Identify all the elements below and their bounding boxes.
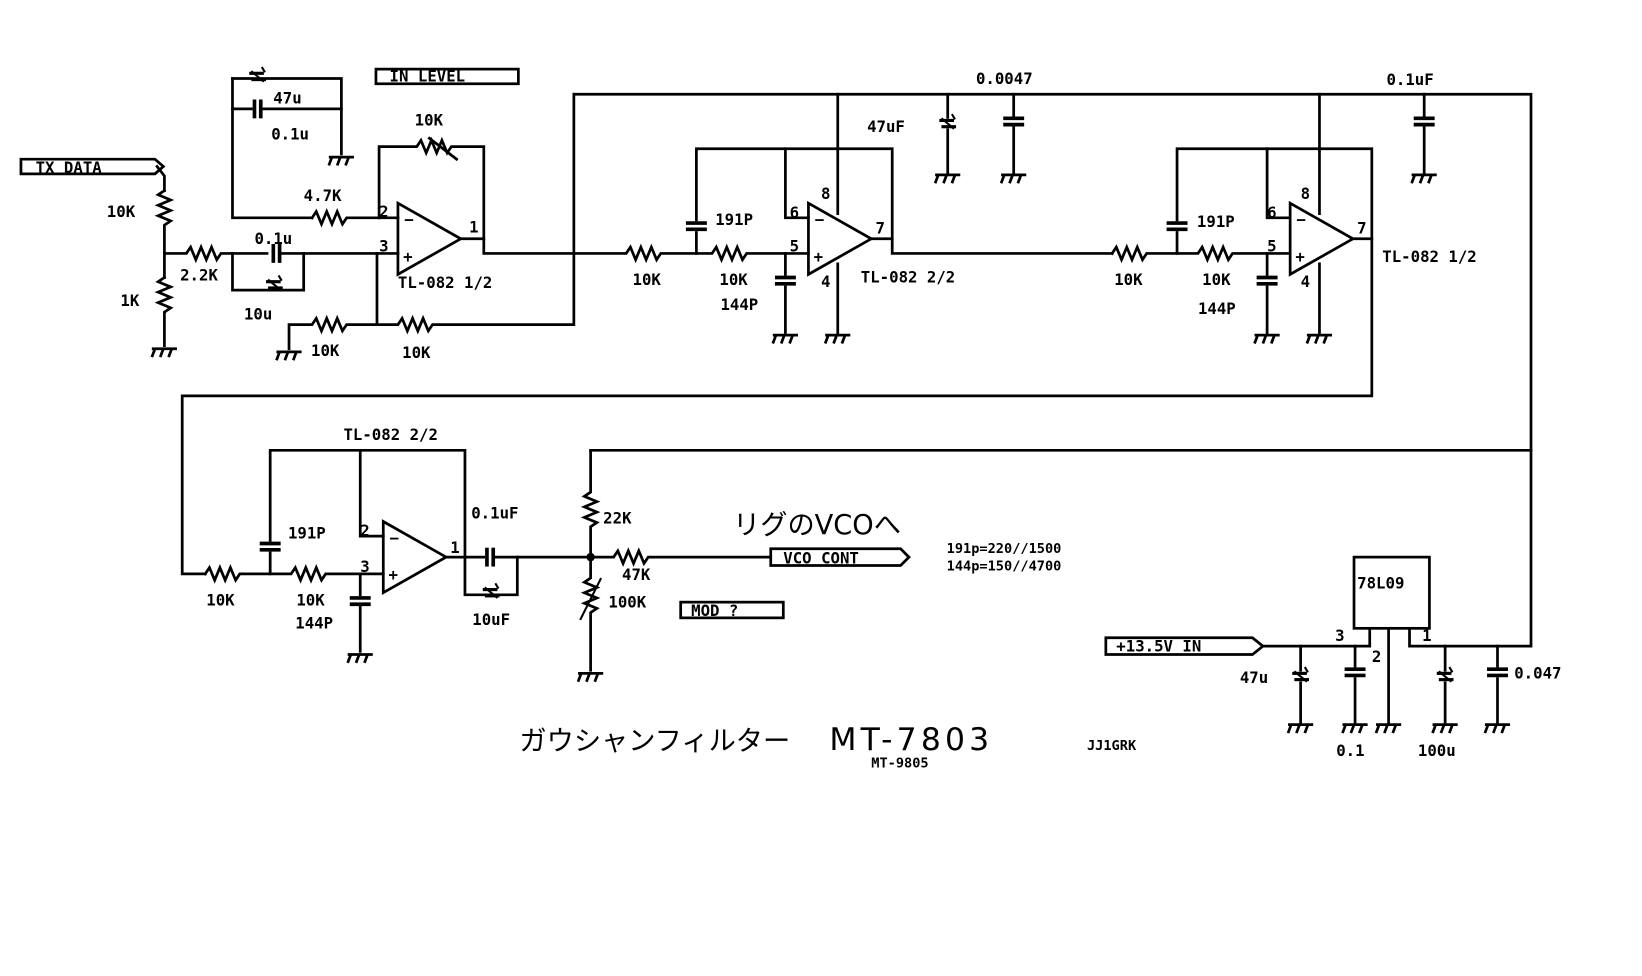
svg-text:2: 2 bbox=[379, 202, 388, 221]
to-vco-note: リグのVCOへ bbox=[733, 510, 901, 541]
svg-text:3: 3 bbox=[360, 557, 369, 576]
title-block: ガウシャンフィルター MT-7803 MT-9805 JJ1GRK bbox=[519, 722, 1137, 772]
svg-text:4: 4 bbox=[821, 272, 830, 291]
note-144p: 144p=150//4700 bbox=[947, 559, 1062, 575]
svg-text:10K: 10K bbox=[719, 270, 748, 289]
svg-text:78L09: 78L09 bbox=[1357, 574, 1404, 593]
svg-text:+: + bbox=[389, 565, 398, 584]
svg-text:4.7K: 4.7K bbox=[304, 186, 342, 205]
svg-text:TL-082 2/2: TL-082 2/2 bbox=[861, 268, 955, 287]
svg-text:VCO CONT: VCO CONT bbox=[783, 548, 859, 567]
svg-text:IN LEVEL: IN LEVEL bbox=[390, 67, 466, 86]
note-191p: 191p=220//1500 bbox=[947, 541, 1062, 557]
svg-text:10K: 10K bbox=[402, 343, 431, 362]
svg-text:1: 1 bbox=[450, 538, 459, 557]
svg-text:3: 3 bbox=[1335, 626, 1344, 645]
supply-rail bbox=[572, 92, 1533, 646]
opamp-4 bbox=[381, 519, 449, 596]
svg-text:5: 5 bbox=[1267, 236, 1276, 255]
svg-text:1: 1 bbox=[469, 217, 478, 236]
svg-text:6: 6 bbox=[1267, 203, 1276, 222]
mod-label: MOD ? bbox=[679, 601, 785, 620]
svg-text:10K: 10K bbox=[415, 111, 444, 130]
svg-text:10u: 10u bbox=[244, 304, 272, 323]
svg-text:3: 3 bbox=[379, 236, 388, 255]
svg-text:10K: 10K bbox=[1114, 270, 1143, 289]
stage-3-filter: 10K 10K 191P 144P − + 6 5 7 8 4 TL-082 1/… bbox=[180, 92, 1477, 576]
regulator-ic bbox=[1352, 555, 1431, 630]
opamp-1 bbox=[396, 200, 464, 277]
svg-text:47uF: 47uF bbox=[867, 117, 905, 136]
svg-text:−: − bbox=[390, 529, 399, 548]
svg-text:−: − bbox=[1296, 210, 1305, 229]
svg-text:191P: 191P bbox=[288, 523, 326, 542]
svg-text:TL-082 1/2: TL-082 1/2 bbox=[1382, 247, 1476, 266]
svg-text:5: 5 bbox=[790, 236, 799, 255]
svg-text:0.1u: 0.1u bbox=[271, 124, 309, 143]
svg-text:10K: 10K bbox=[633, 270, 662, 289]
svg-text:2: 2 bbox=[360, 521, 369, 540]
svg-text:0.0047: 0.0047 bbox=[976, 69, 1033, 88]
svg-text:10K: 10K bbox=[311, 341, 340, 360]
svg-text:TL-082 2/2: TL-082 2/2 bbox=[343, 425, 437, 444]
svg-text:144P: 144P bbox=[720, 295, 758, 314]
svg-text:100K: 100K bbox=[608, 592, 646, 611]
svg-text:+: + bbox=[1295, 247, 1304, 266]
svg-text:10uF: 10uF bbox=[472, 610, 510, 629]
svg-text:+: + bbox=[814, 247, 823, 266]
svg-text:10K: 10K bbox=[296, 590, 325, 609]
svg-text:1: 1 bbox=[1422, 626, 1431, 645]
svg-text:4: 4 bbox=[1301, 272, 1310, 291]
svg-text:TL-082 1/2: TL-082 1/2 bbox=[398, 273, 492, 292]
svg-text:0.1: 0.1 bbox=[1336, 741, 1364, 760]
title-model: MT-7803 bbox=[829, 722, 993, 758]
svg-text:47K: 47K bbox=[622, 565, 651, 584]
svg-text:47u: 47u bbox=[1240, 668, 1268, 687]
stage-1-input: TX DATA 10K 1K 2.2K 0.1u 10u 47u 0.1u 4.… bbox=[19, 65, 576, 362]
tx-data-port: TX DATA bbox=[19, 158, 166, 177]
author-callsign: JJ1GRK bbox=[1087, 738, 1137, 754]
svg-text:7: 7 bbox=[1357, 219, 1366, 238]
electrolytic-capacitor-icon bbox=[264, 273, 285, 292]
regulator: 78L09 +13.5V IN 3 2 1 47u 0.1 100u 0.047 bbox=[1104, 555, 1561, 760]
svg-text:−: − bbox=[404, 210, 413, 229]
svg-text:144P: 144P bbox=[1198, 299, 1236, 318]
svg-text:191P: 191P bbox=[715, 210, 753, 229]
supply-decoupling: 47uF 0.0047 0.1uF bbox=[867, 69, 1439, 185]
title-japanese: ガウシャンフィルター bbox=[519, 726, 790, 757]
svg-text:1K: 1K bbox=[120, 291, 139, 310]
svg-text:0.047: 0.047 bbox=[1514, 664, 1561, 683]
svg-text:47u: 47u bbox=[273, 89, 301, 108]
svg-text:8: 8 bbox=[821, 184, 830, 203]
svg-text:0.1uF: 0.1uF bbox=[471, 503, 518, 522]
svg-text:10K: 10K bbox=[107, 202, 136, 221]
opamp-3 bbox=[1288, 200, 1356, 277]
svg-text:10K: 10K bbox=[1202, 270, 1231, 289]
title-model-alt: MT-9805 bbox=[871, 756, 928, 772]
svg-text:8: 8 bbox=[1301, 184, 1310, 203]
svg-text:0.1u: 0.1u bbox=[254, 229, 292, 248]
svg-text:−: − bbox=[815, 210, 824, 229]
svg-text:6: 6 bbox=[790, 203, 799, 222]
stage-2-filter: 10K 10K 191P 144P − + 6 5 7 8 4 TL-082 2/… bbox=[572, 92, 1114, 345]
opamp-2 bbox=[807, 200, 875, 277]
svg-text:144P: 144P bbox=[295, 613, 333, 632]
svg-text:2.2K: 2.2K bbox=[180, 266, 218, 285]
in-level-label: IN LEVEL bbox=[374, 67, 520, 86]
vco-cont-port: VCO CONT bbox=[769, 547, 911, 567]
svg-text:100u: 100u bbox=[1418, 741, 1456, 760]
svg-text:10K: 10K bbox=[206, 590, 235, 609]
svg-text:MOD ?: MOD ? bbox=[691, 601, 738, 620]
svg-text:2: 2 bbox=[1372, 647, 1381, 666]
svg-text:7: 7 bbox=[875, 219, 884, 238]
svg-text:22K: 22K bbox=[603, 509, 632, 528]
power-in-port: +13.5V IN bbox=[1104, 636, 1266, 656]
stage-4-filter: 10K 10K 191P TL-082 2/2 144P − + 2 3 1 0.… bbox=[203, 425, 1533, 684]
svg-text:0.1uF: 0.1uF bbox=[1386, 70, 1433, 89]
svg-text:191P: 191P bbox=[1197, 212, 1235, 231]
ground-icon bbox=[150, 347, 179, 359]
svg-text:TX DATA: TX DATA bbox=[36, 158, 103, 177]
svg-text:+: + bbox=[403, 247, 412, 266]
svg-text:+13.5V IN: +13.5V IN bbox=[1116, 636, 1201, 655]
